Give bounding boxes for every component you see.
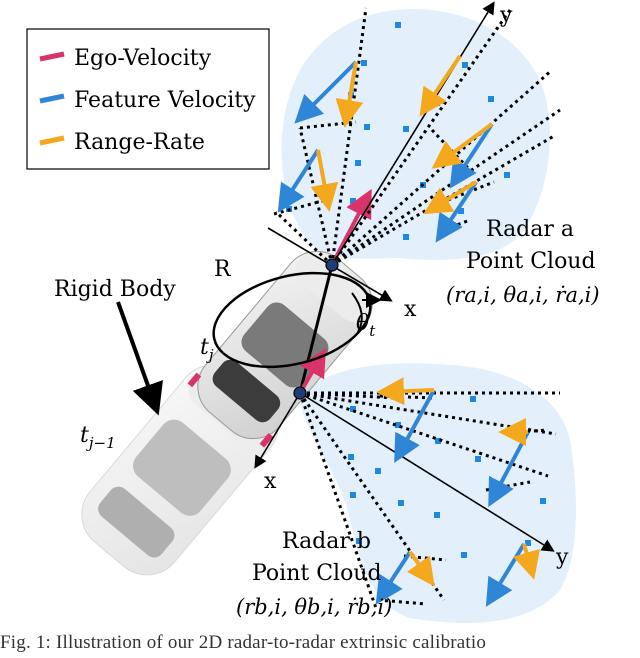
legend-feature-label: Feature Velocity (74, 88, 256, 113)
radar-b-y-axis (299, 392, 555, 552)
legend: Ego-Velocity Feature Velocity Range-Rate (26, 28, 270, 170)
rotation-label: R (214, 257, 232, 282)
legend-range-label: Range-Rate (74, 130, 205, 155)
radar-a-range-rates (310, 54, 494, 215)
rigid-body-label: Rigid Body (54, 277, 176, 302)
time-label-tj-1: tj−1 (80, 423, 116, 452)
radar-b-range-rates (376, 377, 540, 587)
legend-feature-swatch (39, 93, 65, 104)
radar-a-title: Radar a (486, 217, 574, 242)
axis-label-y-a: y (499, 3, 513, 28)
radar-a-measurement: (ra,i, θa,i, ṙa,i) (446, 283, 600, 307)
legend-ego-label: Ego-Velocity (74, 46, 212, 71)
ego-velocity-a (330, 188, 372, 266)
radar-b-x-axis (254, 392, 301, 469)
figure-caption: Fig. 1: Illustration of our 2D radar-to-… (0, 633, 487, 653)
rigid-body-pointer (116, 301, 163, 416)
radar-b-subtitle: Point Cloud (252, 561, 382, 586)
axis-label-x-a: x (404, 297, 417, 322)
radar-a-sensor (325, 258, 339, 272)
axis-label-x-b: x (264, 469, 277, 494)
theta-arc (351, 292, 363, 333)
radar-a-y-axis (331, 1, 495, 266)
car-current (187, 250, 373, 448)
radar-b-title: Radar b (282, 529, 371, 554)
theta-label: θt (356, 311, 376, 340)
radar-b-measurement: (rb,i, θb,i, ṙb,i) (236, 595, 392, 619)
axis-label-y-b: y (555, 545, 569, 570)
ego-velocity-b (298, 348, 327, 395)
legend-range-swatch (39, 135, 65, 146)
radar-a-feature-velocities (277, 60, 494, 243)
radar-b-sensor (293, 386, 307, 400)
legend-ego-swatch (39, 51, 65, 62)
time-label-tj: tj (200, 335, 214, 364)
radar-a-subtitle: Point Cloud (466, 249, 596, 274)
radar-b-points (348, 396, 546, 558)
